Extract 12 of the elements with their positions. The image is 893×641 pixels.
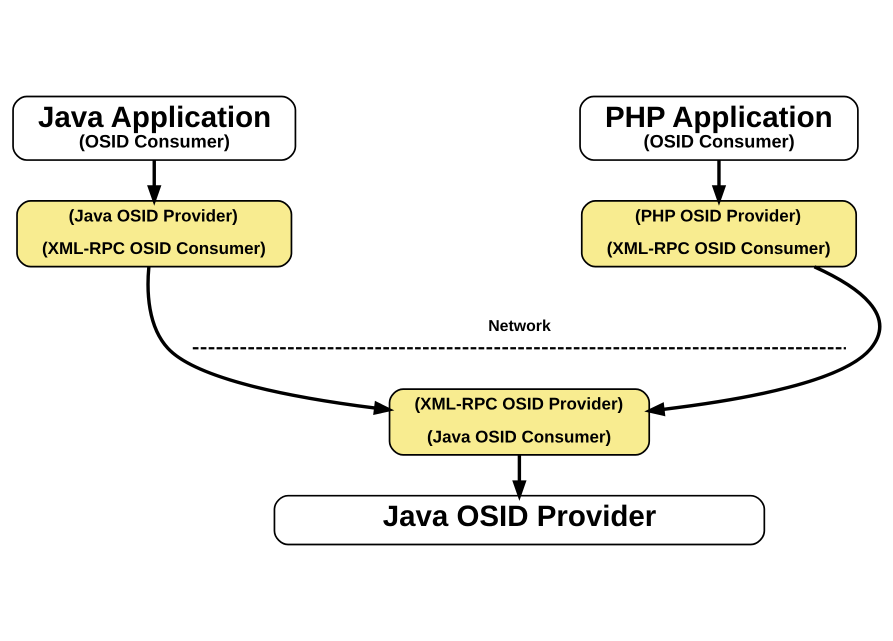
- label: Network: [488, 318, 551, 335]
- node-box: (XML-RPC OSID Provider) (Java OSID Consumer): [388, 388, 650, 456]
- arrow: [712, 160, 726, 206]
- arrow: [644, 265, 882, 416]
- node-box: PHP Application (OSID Consumer): [579, 96, 859, 161]
- node-box: Java Application (OSID Consumer): [12, 96, 296, 161]
- arrow: [147, 160, 162, 206]
- arrow: [512, 455, 527, 501]
- node-box: (Java OSID Provider) (XML-RPC OSID Consumer): [16, 200, 292, 268]
- node-box: Java OSID Provider: [274, 494, 766, 546]
- node-box: (PHP OSID Provider) (XML-RPC OSID Consumer): [580, 200, 858, 268]
- arrow: [146, 266, 394, 416]
